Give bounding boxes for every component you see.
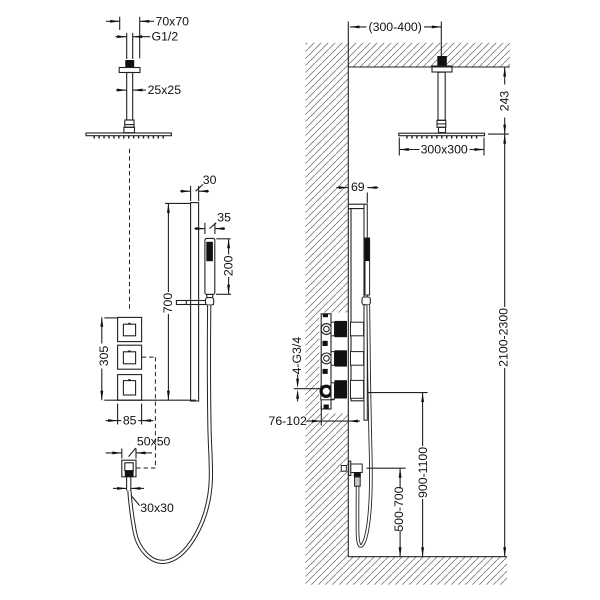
svg-text:200: 200: [222, 255, 236, 276]
svg-text:900-1100: 900-1100: [416, 447, 430, 498]
svg-text:(300-400): (300-400): [369, 20, 422, 34]
svg-text:69: 69: [351, 180, 365, 194]
svg-text:30: 30: [203, 173, 217, 187]
svg-text:4-G3/4: 4-G3/4: [290, 337, 304, 375]
svg-text:700: 700: [161, 293, 175, 314]
svg-text:50x50: 50x50: [137, 434, 171, 448]
svg-text:30x30: 30x30: [140, 501, 174, 515]
svg-text:2100-2300: 2100-2300: [497, 308, 511, 367]
svg-text:243: 243: [497, 91, 511, 112]
svg-text:25x25: 25x25: [148, 83, 182, 97]
svg-text:76-102: 76-102: [269, 414, 307, 428]
svg-text:35: 35: [217, 210, 231, 224]
svg-text:85: 85: [123, 413, 137, 427]
svg-text:70x70: 70x70: [156, 14, 190, 28]
svg-text:300x300: 300x300: [421, 142, 468, 156]
svg-text:G1/2: G1/2: [152, 30, 179, 44]
svg-text:305: 305: [97, 346, 111, 367]
svg-text:500-700: 500-700: [392, 486, 406, 531]
